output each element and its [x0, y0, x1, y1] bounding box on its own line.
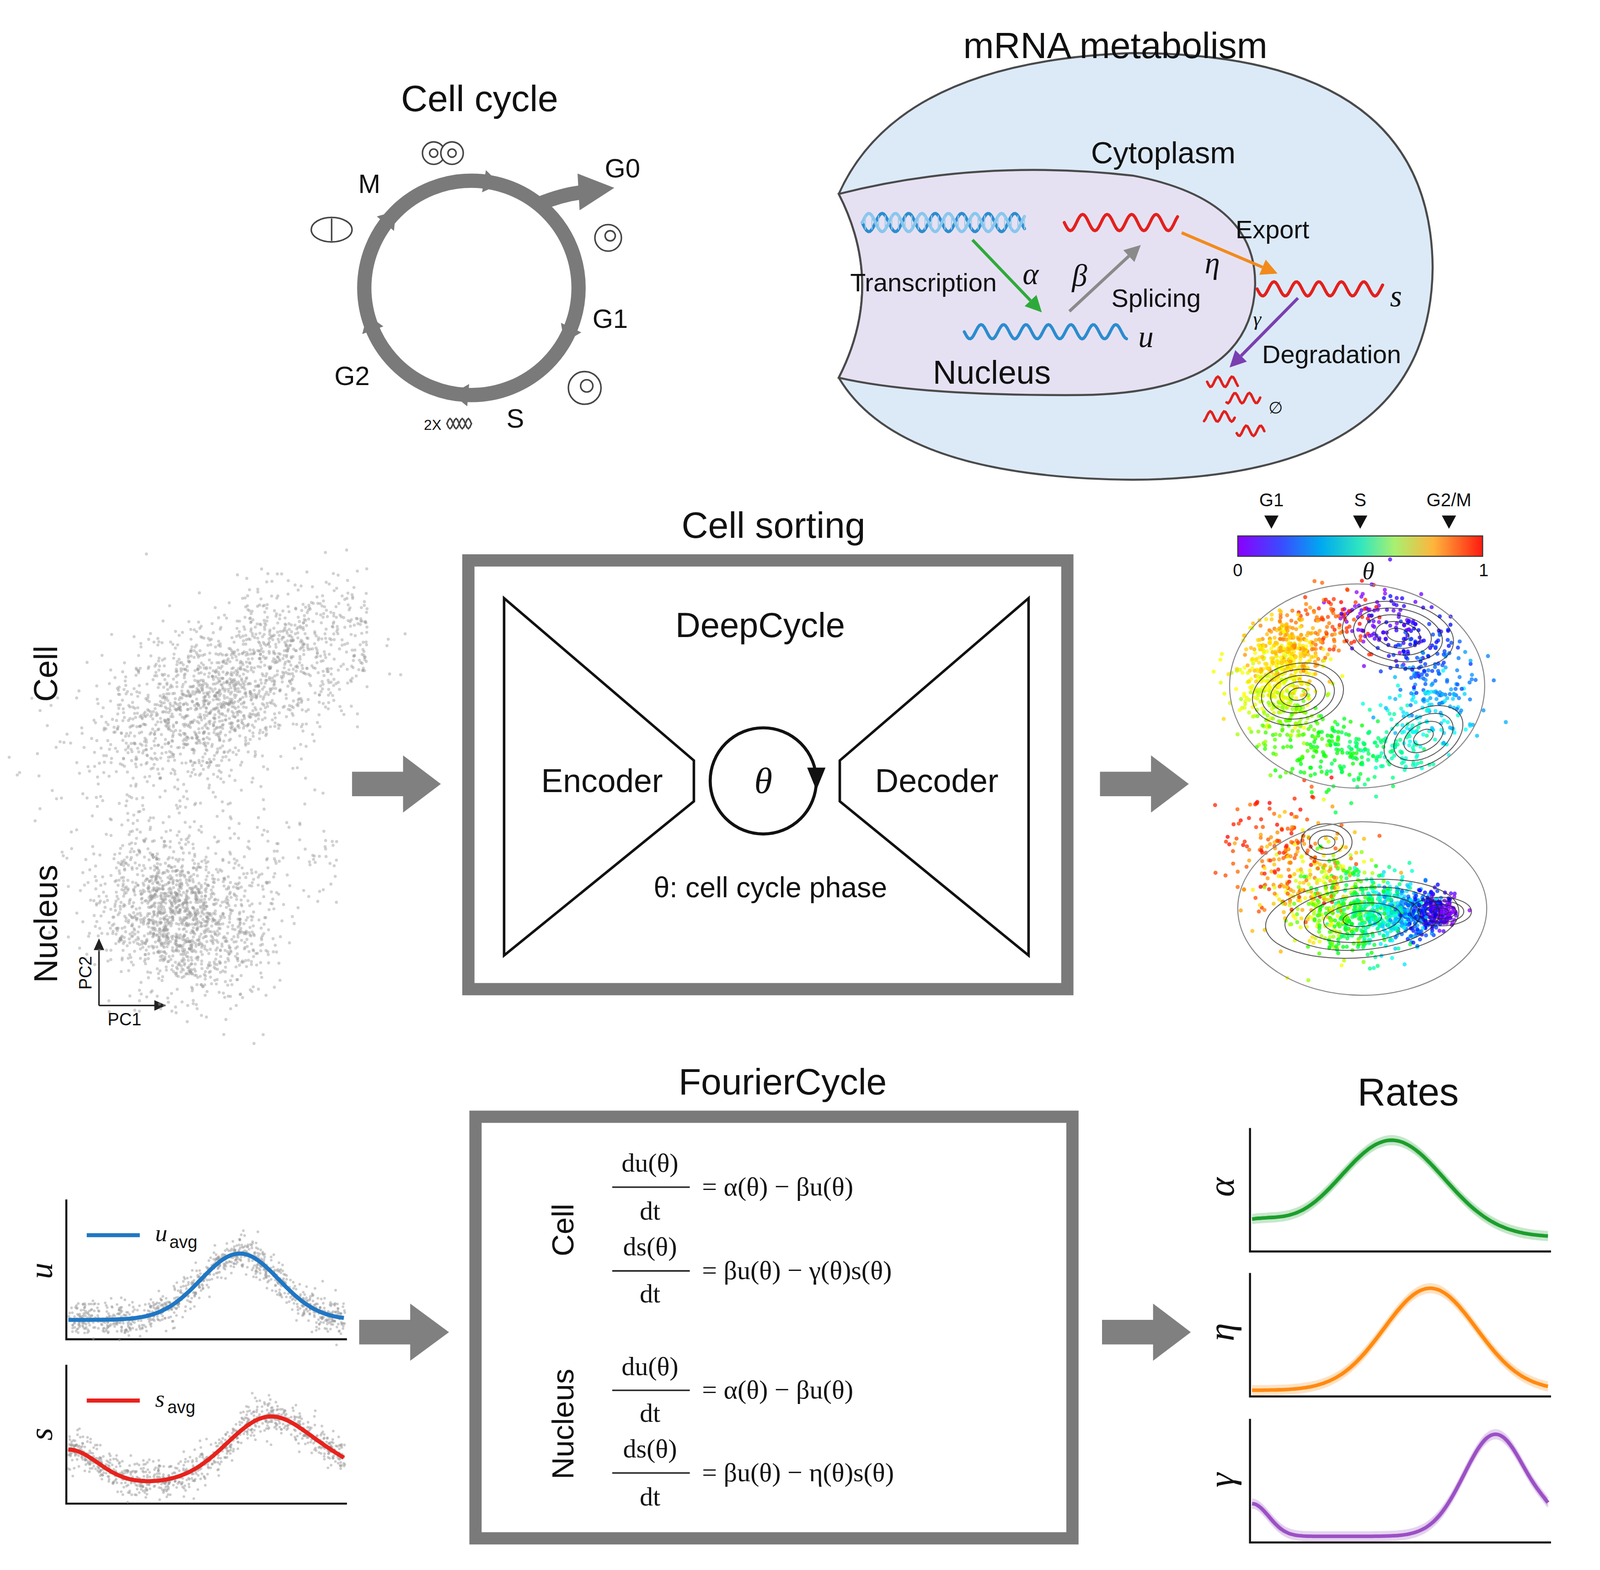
figure: mRNA metabolismCytoplasmNucleusCell sort…: [0, 0, 1600, 1570]
